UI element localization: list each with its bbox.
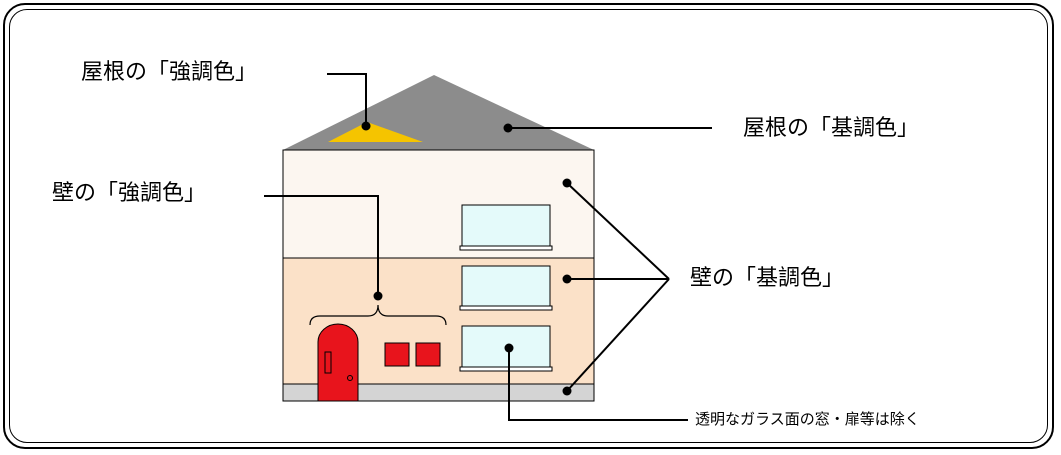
callout-dot-icon [503,123,513,133]
callout-dot-icon [373,291,383,301]
callout-dot-icon [562,274,572,284]
label-wall-base: 壁の「基調色」 [690,266,845,291]
window-middle [459,265,553,311]
label-wall-accent: 壁の「強調色」 [52,181,207,206]
leader-wall-base-3 [566,278,670,392]
label-roof-accent: 屋根の「強調色」 [81,60,258,85]
label-exclusion-note: 透明なガラス面の窓・扉等は除く [695,410,920,428]
leader-roof-accent [327,73,367,126]
red-panel-left [384,342,410,367]
window-lower [459,325,553,372]
door-window [324,351,332,374]
door-knob-icon [347,375,353,381]
roof [283,75,594,150]
leader-wall-base-1 [566,182,670,280]
callout-dot-icon [562,178,572,188]
callout-dot-icon [562,386,572,396]
leader-wall-accent [264,195,379,296]
roof-accent-triangle [328,122,423,142]
outer-frame [3,3,1054,449]
callout-dot-icon [361,121,371,131]
front-door [317,323,359,402]
window-upper [459,204,553,251]
callout-dot-icon [504,343,514,353]
label-roof-base: 屋根の「基調色」 [743,116,920,141]
red-panel-right [415,342,441,367]
base-strip [282,383,595,402]
leader-window-exclusion [508,348,688,421]
inner-frame [9,9,1048,443]
wall-accent-brace [309,304,447,326]
